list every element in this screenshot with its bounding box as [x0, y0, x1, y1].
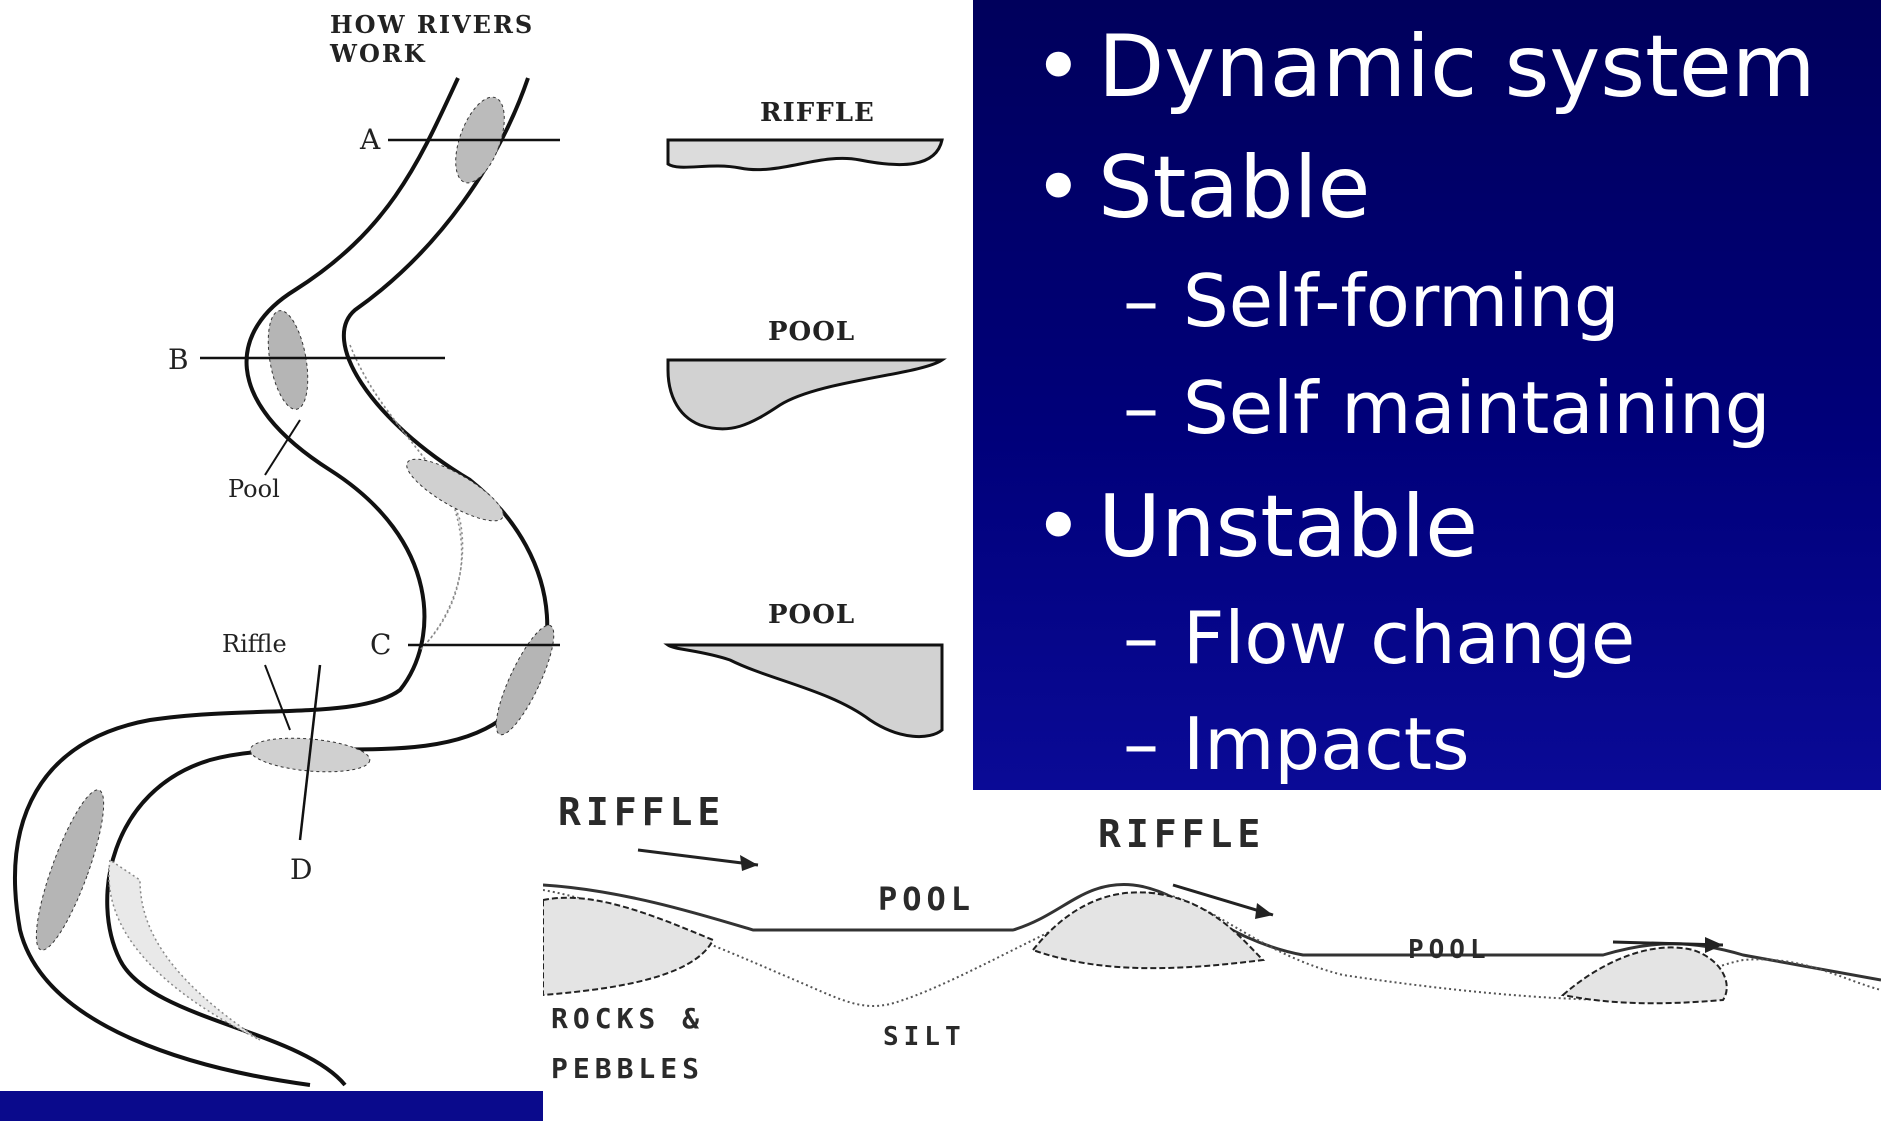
bullet-marker: •	[1033, 24, 1084, 110]
label-pool: Pool	[228, 475, 280, 503]
bullet-marker: •	[1033, 484, 1084, 570]
cross-sections: RIFFLE POOL POOL	[660, 80, 960, 760]
bullet-marker: •	[1033, 145, 1084, 231]
label-riffle: Riffle	[222, 630, 287, 658]
bullet-list: • Dynamic system • Stable – Self-forming…	[973, 0, 1881, 790]
sub-bullet-dash: –	[1123, 708, 1159, 780]
sub-bullet-text: Impacts	[1183, 708, 1470, 780]
profile-label-rocks: ROCKS &	[551, 1002, 704, 1035]
sub-bullet-text: Self maintaining	[1183, 372, 1770, 444]
river-meander-diagram: HOW RIVERS WORK A B C D Pool Riffle	[0, 0, 560, 1091]
bullet-text: Stable	[1098, 145, 1370, 231]
profile-label-pool-1: POOL	[878, 880, 975, 918]
sub-bullet-text: Self-forming	[1183, 265, 1620, 337]
sub-bullet-text: Flow change	[1183, 602, 1635, 674]
profile-label-pebbles: PEBBLES	[551, 1052, 704, 1085]
profile-label-silt: SILT	[883, 1022, 966, 1052]
sub-bullet-dash: –	[1123, 265, 1159, 337]
sub-bullet-dash: –	[1123, 372, 1159, 444]
bullet-panel: • Dynamic system • Stable – Self-forming…	[973, 0, 1881, 790]
label-point-d: D	[290, 853, 312, 886]
label-point-b: B	[168, 343, 189, 376]
sub-bullet-dash: –	[1123, 602, 1159, 674]
bullet-text: Dynamic system	[1098, 24, 1816, 110]
riffle-pool-profile: RIFFLE RIFFLE POOL POOL ROCKS & PEBBLES …	[543, 790, 1881, 1121]
river-channel-drawing	[0, 0, 560, 1091]
profile-label-riffle-2: RIFFLE	[1098, 812, 1265, 856]
cross-section-shapes	[660, 80, 960, 760]
accent-bar	[0, 1091, 543, 1121]
profile-label-pool-2: POOL	[1408, 935, 1491, 965]
profile-label-riffle-1: RIFFLE	[558, 790, 725, 834]
label-point-c: C	[370, 628, 391, 661]
label-point-a: A	[360, 123, 380, 156]
bullet-text: Unstable	[1098, 484, 1478, 570]
